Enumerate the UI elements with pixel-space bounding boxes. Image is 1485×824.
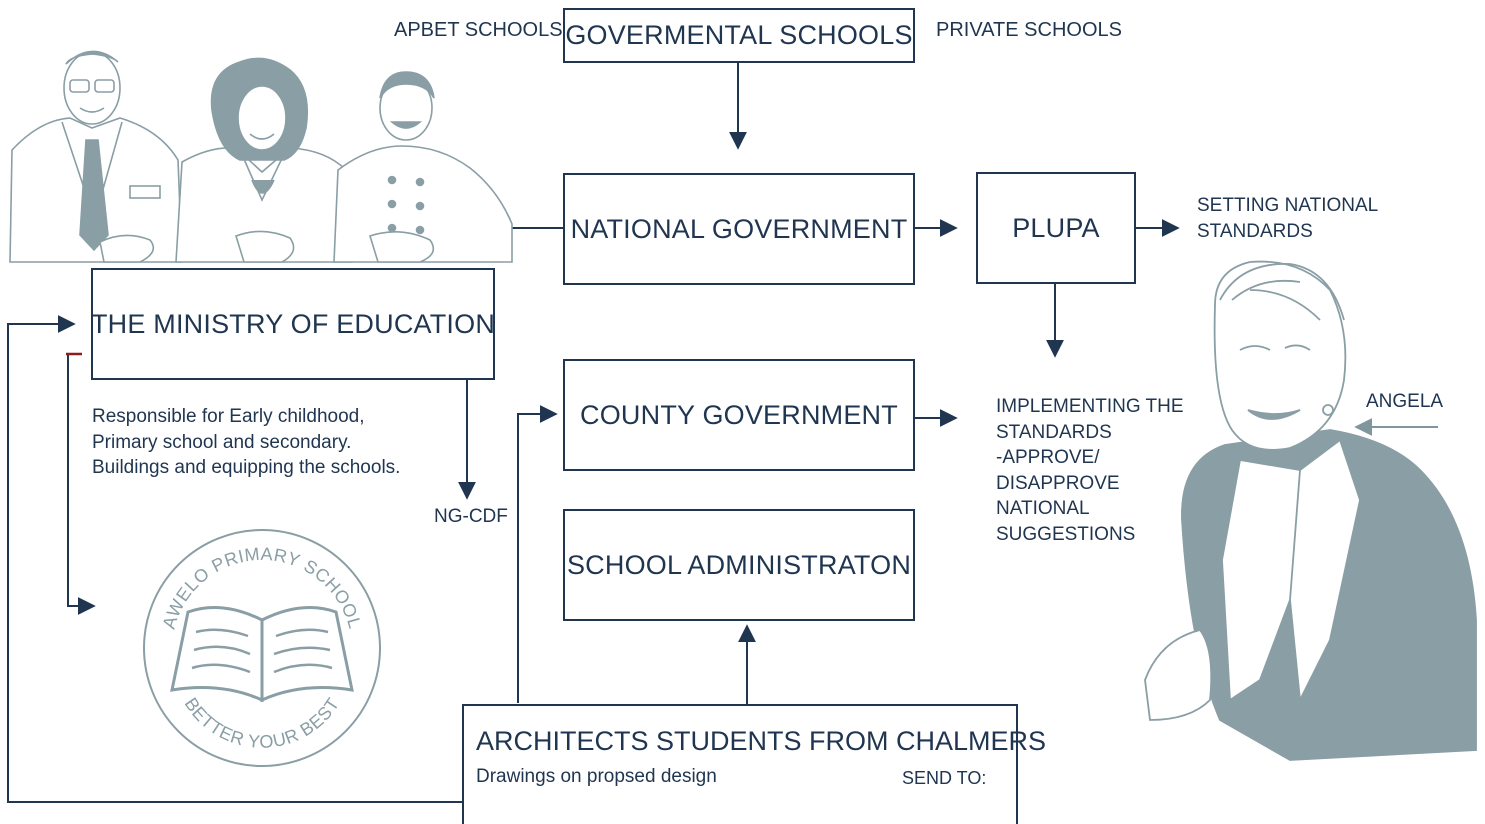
architects-box: ARCHITECTS STUDENTS FROM CHALMERS Drawin… bbox=[462, 704, 1046, 824]
national-government-box: NATIONAL GOVERNMENT bbox=[563, 173, 915, 285]
arrow-ministry-to-school bbox=[67, 354, 96, 615]
implementing-line: STANDARDS bbox=[996, 421, 1112, 443]
implementing-line: SUGGESTIONS bbox=[996, 523, 1136, 545]
implementing-standards-note: IMPLEMENTING THE STANDARDS -APPROVE/ DIS… bbox=[996, 394, 1184, 547]
implementing-line: DISAPPROVE bbox=[996, 472, 1120, 494]
architects-send-to: SEND TO: bbox=[902, 768, 987, 788]
ministry-note-line: Responsible for Early childhood, bbox=[92, 406, 365, 427]
governmental-schools-box: GOVERMENTAL SCHOOLS bbox=[563, 8, 915, 63]
implementing-line: -APPROVE/ bbox=[996, 447, 1100, 468]
ministry-responsibility-note: Responsible for Early childhood, Primary… bbox=[92, 404, 400, 481]
architects-title: ARCHITECTS STUDENTS FROM CHALMERS bbox=[476, 726, 1047, 756]
county-government-box: COUNTY GOVERNMENT bbox=[563, 359, 915, 471]
ministry-note-line: Primary school and secondary. bbox=[92, 431, 352, 453]
setting-standards-line: SETTING NATIONAL bbox=[1197, 195, 1379, 216]
private-schools-label: PRIVATE SCHOOLS bbox=[936, 19, 1122, 41]
implementing-line: IMPLEMENTING THE bbox=[996, 396, 1184, 417]
ministry-of-education-box: THE MINISTRY OF EDUCATION bbox=[91, 268, 495, 380]
angela-illustration bbox=[1144, 260, 1477, 761]
ngcdf-label: NG-CDF bbox=[434, 506, 508, 527]
officials-illustration bbox=[9, 50, 513, 263]
plupa-box: PLUPA bbox=[976, 172, 1136, 284]
implementing-line: NATIONAL bbox=[996, 498, 1090, 519]
ministry-note-line: Buildings and equipping the schools. bbox=[92, 457, 401, 478]
school-stamp: AWELO PRIMARY SCHOOL BETTER YOUR BEST bbox=[143, 529, 381, 767]
arrow-architects-to-ministry bbox=[7, 315, 463, 803]
angela-label: ANGELA bbox=[1366, 391, 1444, 412]
school-administration-box: SCHOOL ADMINISTRATON bbox=[563, 509, 915, 621]
apbet-schools-label: APBET SCHOOLS bbox=[394, 19, 563, 41]
architects-drawings-note: Drawings on propsed design bbox=[476, 766, 717, 787]
setting-standards-note: SETTING NATIONAL STANDARDS bbox=[1197, 193, 1378, 244]
arrow-architects-to-county bbox=[517, 405, 558, 703]
setting-standards-line: STANDARDS bbox=[1197, 220, 1313, 242]
